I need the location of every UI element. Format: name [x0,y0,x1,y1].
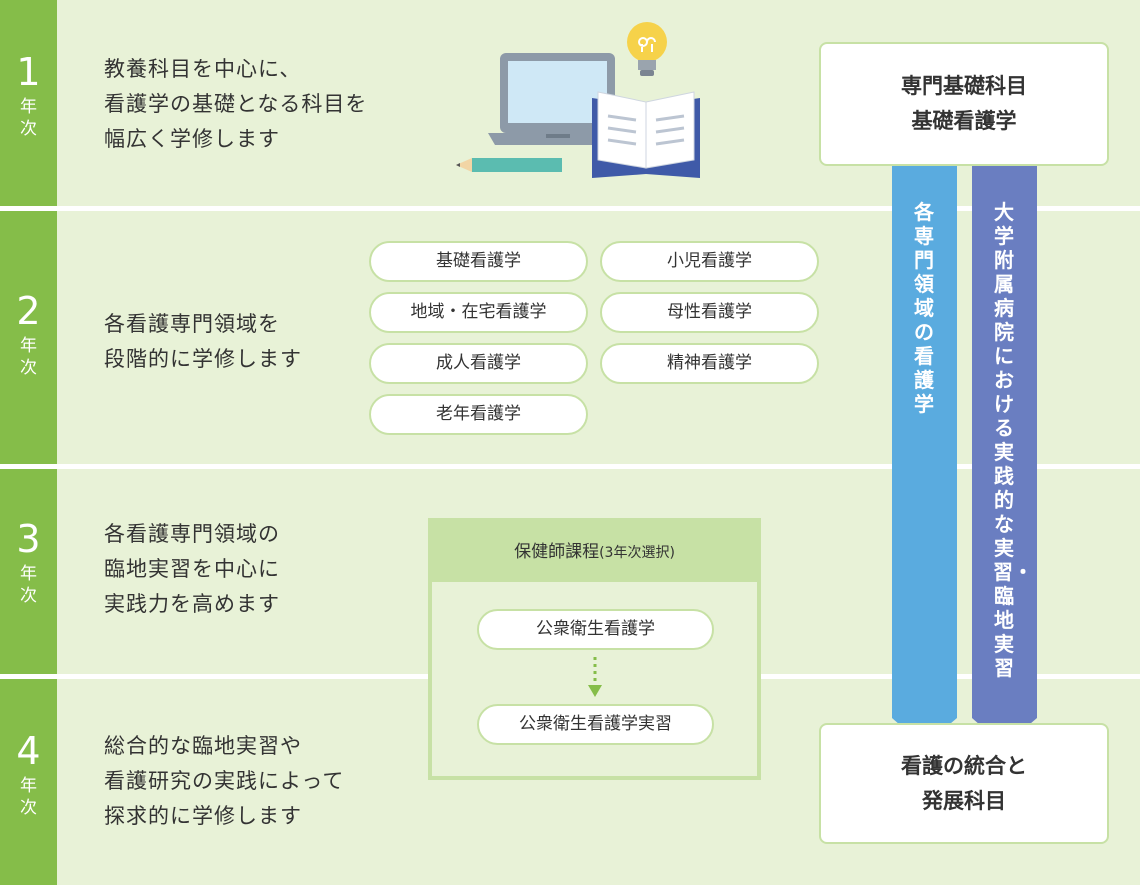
subject-pill: 老年看護学 [369,394,588,435]
subject-pill: 母性看護学 [600,292,819,333]
light-bulb-icon [627,22,667,76]
public-health-nurse-title: 保健師課程 [514,542,600,562]
pencil-icon [456,158,562,172]
integration-subjects-box: 看護の統合と 発展科目 [819,723,1109,844]
year-3-description: 各看護専門領域の 臨地実習を中心に 実践力を高めます [104,522,280,616]
year-2-description: 各看護専門領域を 段階的に学修します [104,312,302,371]
practicum-arrow-shape [972,166,1037,746]
public-health-subject-pill: 公衆衛生看護学 [477,609,714,650]
year-1-suffix: 年次 [20,97,37,139]
specialty-arrow-label: 各専門領域の看護学 [914,200,934,416]
subject-pill: 地域・在宅看護学 [369,292,588,333]
public-health-nurse-header: 保健師課程(3年次選択) [432,522,757,582]
laptop-icon [488,53,627,145]
public-health-practicum-pill: 公衆衛生看護学実習 [477,704,714,745]
public-health-nurse-note: (3年次選択) [599,545,675,561]
subject-pill: 成人看護学 [369,343,588,384]
subject-pill: 小児看護学 [600,241,819,282]
year-3-tab: 3 年次 [0,469,57,674]
year-3-number: 3 [16,517,41,561]
open-book-icon [592,91,700,178]
foundation-subjects-box: 専門基礎科目 基礎看護学 [819,42,1109,166]
subject-pill: 基礎看護学 [369,241,588,282]
year-2-number: 2 [16,289,41,333]
subject-pill: 精神看護学 [600,343,819,384]
year-3-suffix: 年次 [20,564,37,606]
year-4-description: 総合的な臨地実習や 看護研究の実践によって 探求的に学修します [104,734,345,828]
specialty-arrow-shape [892,166,957,746]
year-2-tab: 2 年次 [0,211,57,464]
year-1-description: 教養科目を中心に、 看護学の基礎となる科目を 幅広く学修します [104,57,368,151]
year-1-number: 1 [16,50,41,94]
practicum-arrow-label: 大学附属病院における実践的な実習・臨地実習 [993,200,1033,680]
year-4-suffix: 年次 [20,776,37,818]
year-1-tab: 1 年次 [0,0,57,206]
year-4-tab: 4 年次 [0,679,57,885]
dotted-down-arrow [588,657,602,697]
year-4-number: 4 [16,729,41,773]
year-2-suffix: 年次 [20,336,37,378]
study-illustration [456,22,700,178]
